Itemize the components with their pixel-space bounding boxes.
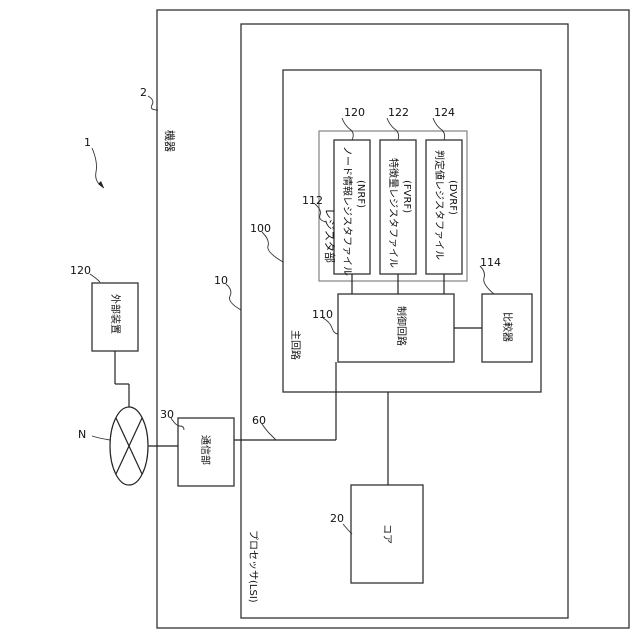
network-node — [110, 407, 148, 485]
processor-label: プロセッサ(LSI) — [247, 530, 259, 603]
ref-comm-unit: 30 — [160, 408, 174, 421]
fvrf-abbr: (FVRF) — [401, 180, 412, 213]
ref-device: 2 — [140, 86, 147, 99]
ref-fvrf: 122 — [388, 106, 409, 119]
dvrf-abbr: (DVRF) — [447, 180, 458, 215]
ref-comparator: 114 — [480, 256, 501, 269]
fvrf-label: 特徴量レジスタファイル — [387, 158, 400, 268]
nrf-abbr: (NRF) — [355, 180, 366, 208]
core-label: コア — [381, 524, 392, 544]
ref-register-unit: 112 — [302, 194, 323, 207]
ref-core: 20 — [330, 512, 344, 525]
ref-nrf: 120 — [344, 106, 365, 119]
dvrf-label: 判定値レジスタファイル — [433, 150, 446, 260]
ref-external-device: 120 — [70, 264, 91, 277]
network-label: N — [78, 428, 86, 441]
control-circuit-label: 制御回路 — [395, 306, 408, 346]
ref-main-circuit: 100 — [250, 222, 271, 235]
ref-system: 1 — [84, 136, 91, 149]
main-circuit-label: 主回路 — [289, 330, 302, 360]
ref-control-circuit: 110 — [312, 308, 333, 321]
ref-processor: 10 — [214, 274, 228, 287]
nrf-label: ノード情報レジスタファイル — [341, 146, 354, 276]
register-unit-label: レジスタ部 — [323, 208, 337, 263]
ref-bus: 60 — [252, 414, 266, 427]
ref-dvrf: 124 — [434, 106, 455, 119]
comm-unit-label: 通信部 — [199, 435, 212, 465]
comparator-label: 比較器 — [501, 312, 514, 342]
device-label: 機器 — [163, 130, 177, 152]
external-device-label: 外部装置 — [109, 294, 122, 334]
